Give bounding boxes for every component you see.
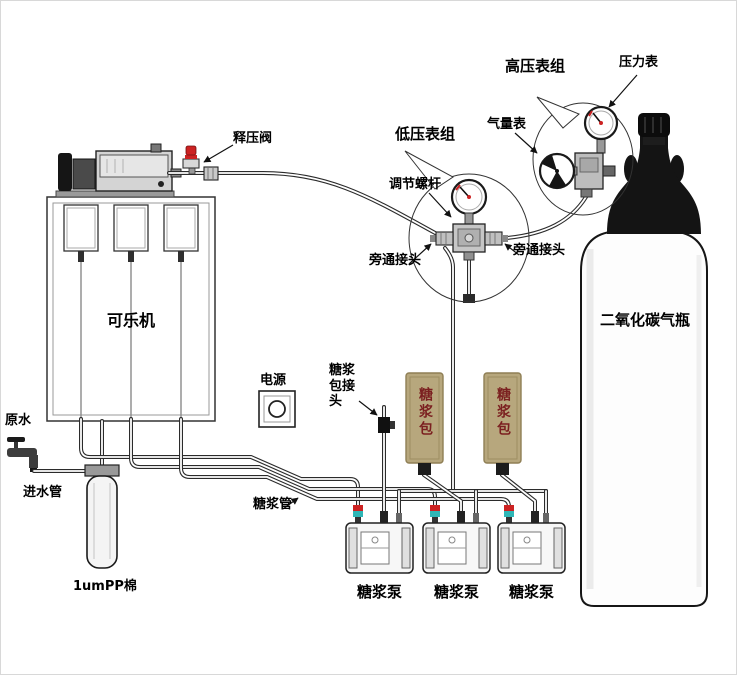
label-release-valve: 释压阀 bbox=[233, 131, 273, 146]
syrup-bag-2 bbox=[483, 372, 522, 475]
water-faucet bbox=[7, 437, 38, 472]
bag-connector bbox=[418, 463, 431, 475]
bypass-right-arrow bbox=[504, 243, 520, 256]
hp-regulator-group bbox=[532, 96, 634, 216]
syrup-pump-1 bbox=[345, 505, 414, 574]
syrup-bag-1 bbox=[405, 372, 444, 475]
label-cola-machine: 可乐机 bbox=[107, 311, 156, 330]
bag-connector bbox=[496, 463, 509, 475]
label-syrup-pump-3: 糖浆泵 bbox=[509, 583, 555, 601]
inlet-tube bbox=[32, 419, 104, 473]
canister bbox=[113, 204, 149, 262]
cola-machine bbox=[46, 196, 216, 422]
lp-gauge bbox=[450, 178, 488, 216]
label-co2-cylinder: 二氧化碳气瓶 bbox=[599, 311, 690, 329]
label-syrup-line: 糖浆管 bbox=[253, 497, 293, 512]
power-box bbox=[258, 390, 296, 428]
lp-regulator-group bbox=[404, 150, 530, 303]
label-syrup-bag-2: 糖浆包 bbox=[495, 387, 511, 438]
label-syrup-bag-1: 糖浆包 bbox=[417, 387, 433, 438]
power-socket-icon bbox=[268, 400, 286, 418]
gas-stub-cap bbox=[463, 294, 475, 303]
hp-balloon-tail bbox=[536, 96, 580, 129]
label-pressure-gauge: 压力表 bbox=[619, 55, 659, 70]
label-gas-gauge: 气量表 bbox=[487, 117, 527, 132]
gas-volume-gauge bbox=[538, 152, 576, 190]
pressure-gauge-arrow bbox=[608, 74, 638, 108]
needle bbox=[459, 186, 470, 198]
bypass-fitting-left bbox=[430, 231, 454, 246]
label-raw-water: 原水 bbox=[5, 413, 32, 428]
label-power: 电源 bbox=[260, 373, 287, 388]
syrup-tube bbox=[79, 417, 511, 525]
gas-gauge-arrow bbox=[514, 132, 538, 154]
needle bbox=[592, 112, 602, 124]
bypass-left-arrow bbox=[408, 243, 432, 265]
bypass-fitting-right bbox=[484, 231, 508, 246]
label-bypass-right: 旁通接头 bbox=[513, 243, 566, 258]
canister bbox=[163, 204, 199, 262]
syrup-pump-2 bbox=[422, 505, 491, 574]
label-syrup-bag-connector: 糖浆包接头 bbox=[329, 363, 356, 410]
pp-filter bbox=[84, 464, 120, 569]
label-bypass-left: 旁通接头 bbox=[369, 253, 422, 268]
regulator-to-carbonator-tube bbox=[167, 171, 439, 236]
release-valve bbox=[182, 145, 219, 181]
bag-connector-arrow bbox=[358, 400, 378, 416]
label-pp-filter: 1umPP棉 bbox=[73, 579, 137, 594]
label-inlet-pipe: 进水管 bbox=[23, 485, 63, 500]
label-high-pressure-group: 高压表组 bbox=[505, 57, 566, 75]
syrup-line-arrow bbox=[282, 497, 299, 510]
hp-balloon bbox=[532, 102, 634, 216]
lp-balloon bbox=[408, 173, 530, 303]
label-adjust-screw: 调节螺杆 bbox=[389, 177, 442, 192]
label-low-pressure-group: 低压表组 bbox=[395, 125, 456, 143]
release-valve-arrow bbox=[203, 144, 234, 163]
syrup-pump-3 bbox=[497, 505, 566, 574]
label-syrup-pump-1: 糖浆泵 bbox=[357, 583, 403, 601]
adjust-screw bbox=[464, 233, 474, 243]
lp-balloon-tail bbox=[404, 150, 454, 190]
cylinder-valve bbox=[607, 113, 701, 234]
annotation-arrows bbox=[203, 74, 638, 510]
spare-bag-connector bbox=[378, 417, 395, 433]
co2-supply-tube bbox=[505, 195, 588, 240]
adjust-screw-arrow bbox=[428, 192, 452, 218]
carbonator-unit bbox=[55, 143, 182, 198]
canister bbox=[63, 204, 99, 262]
co2-cylinder bbox=[580, 113, 708, 607]
label-syrup-pump-2: 糖浆泵 bbox=[434, 583, 480, 601]
hp-pressure-gauge bbox=[583, 105, 619, 141]
